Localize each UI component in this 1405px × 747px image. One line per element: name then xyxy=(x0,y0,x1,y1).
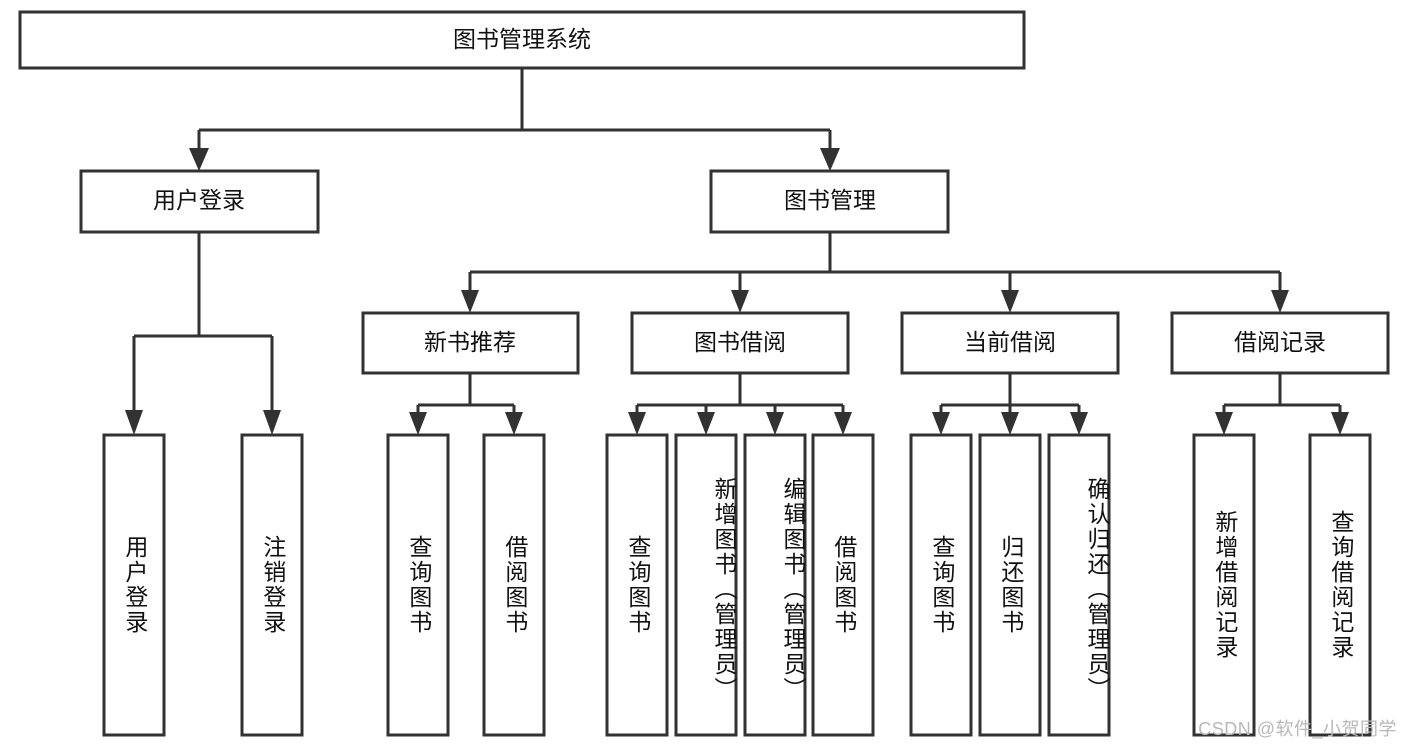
node-label: 图书借阅 xyxy=(694,329,786,355)
node-book-borrow[interactable]: 图书借阅 xyxy=(630,311,850,375)
leaf-box[interactable] xyxy=(743,433,807,737)
node-label: 新书推荐 xyxy=(424,329,516,355)
leaf-box[interactable] xyxy=(240,433,304,737)
connector-newbook-to-leaves xyxy=(409,373,523,435)
leaf-group-borrow-record xyxy=(1192,433,1372,737)
node-label: 图书管理 xyxy=(784,187,876,213)
arrow-head-icon xyxy=(731,290,749,313)
connector-borrowrecord-to-leaves xyxy=(1215,373,1349,435)
node-user-login[interactable]: 用户登录 xyxy=(79,169,320,234)
arrow-head-icon xyxy=(820,148,840,171)
arrow-head-icon xyxy=(1331,412,1349,435)
leaf-box[interactable] xyxy=(909,433,973,737)
node-box[interactable] xyxy=(1170,311,1390,375)
connector-userlogin-to-leaves xyxy=(125,232,281,435)
arrow-head-icon xyxy=(263,410,281,435)
leaf-box[interactable] xyxy=(1047,433,1111,737)
leaf-box[interactable] xyxy=(102,433,166,737)
node-root[interactable]: 图书管理系统 xyxy=(18,10,1026,70)
arrow-head-icon xyxy=(1215,412,1233,435)
arrow-head-icon xyxy=(834,412,852,435)
arrow-head-icon xyxy=(1001,290,1019,313)
arrow-head-icon xyxy=(697,412,715,435)
arrow-head-icon xyxy=(409,412,427,435)
node-current-borrow[interactable]: 当前借阅 xyxy=(900,311,1120,375)
node-box[interactable] xyxy=(79,169,320,234)
leaf-box[interactable] xyxy=(605,433,669,737)
node-box[interactable] xyxy=(630,311,850,375)
node-borrow-record[interactable]: 借阅记录 xyxy=(1170,311,1390,375)
node-label: 当前借阅 xyxy=(964,329,1056,355)
node-book-manage[interactable]: 图书管理 xyxy=(709,169,950,234)
node-box[interactable] xyxy=(361,311,580,375)
node-new-book-rec[interactable]: 新书推荐 xyxy=(361,311,580,375)
leaf-box[interactable] xyxy=(1192,433,1256,737)
leaf-box[interactable] xyxy=(811,433,875,737)
node-box[interactable] xyxy=(18,10,1026,70)
node-label: 用户登录 xyxy=(153,187,245,213)
leaf-box[interactable] xyxy=(482,433,546,737)
leaf-group-book-borrow xyxy=(605,433,875,737)
leaf-box[interactable] xyxy=(386,433,450,737)
connector-bookborrow-to-leaves xyxy=(628,373,852,435)
arrow-head-icon xyxy=(125,410,143,435)
arrow-head-icon xyxy=(1001,412,1019,435)
connector-currentborrow-to-leaves xyxy=(932,373,1088,435)
leaf-box[interactable] xyxy=(674,433,738,737)
arrow-head-icon xyxy=(1070,412,1088,435)
arrow-head-icon xyxy=(505,412,523,435)
arrow-head-icon xyxy=(628,412,646,435)
leaf-group-new-book-rec xyxy=(386,433,546,737)
leaf-group-user-login xyxy=(102,433,304,737)
arrow-head-icon xyxy=(461,290,479,313)
leaf-box[interactable] xyxy=(978,433,1042,737)
arrow-head-icon xyxy=(189,148,209,171)
node-box[interactable] xyxy=(900,311,1120,375)
leaf-box[interactable] xyxy=(1308,433,1372,737)
node-label: 借阅记录 xyxy=(1234,329,1326,355)
node-box[interactable] xyxy=(709,169,950,234)
csdn-watermark: CSDN @软件_小贺同学 xyxy=(1198,719,1397,739)
connector-root-to-level2 xyxy=(189,68,840,171)
arrow-head-icon xyxy=(932,412,950,435)
node-label: 图书管理系统 xyxy=(453,26,591,52)
leaf-group-current-borrow xyxy=(909,433,1111,737)
arrow-head-icon xyxy=(1271,290,1289,313)
connector-bookmanage-to-level3 xyxy=(461,232,1289,313)
arrow-head-icon xyxy=(766,412,784,435)
